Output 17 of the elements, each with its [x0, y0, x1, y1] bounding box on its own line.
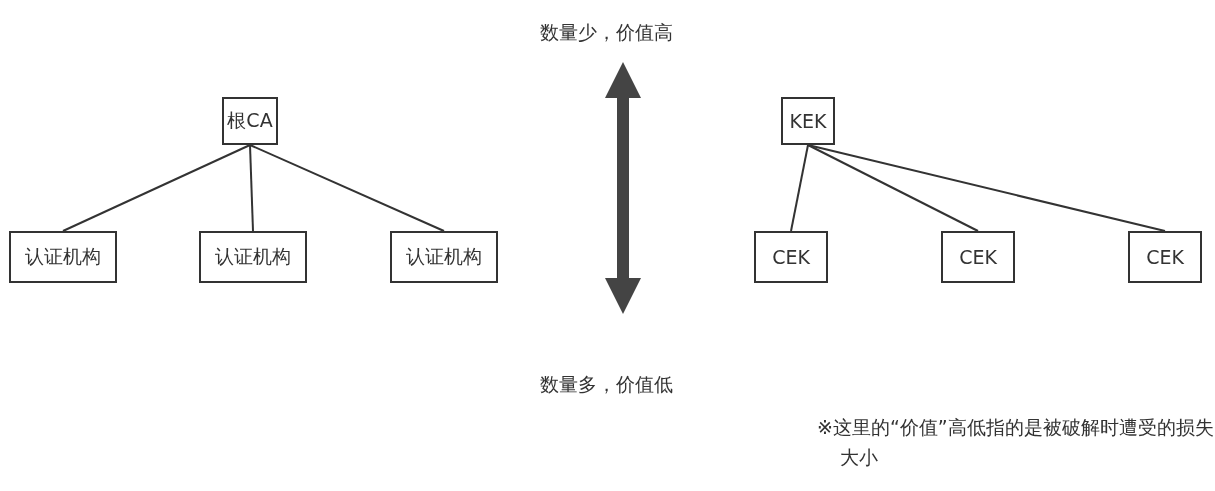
footnote: ※这里的“价值”高低指的是被破解时遭受的损失大小 [817, 415, 1215, 470]
connector-line [249, 144, 254, 232]
key-box: CEK [1128, 231, 1202, 283]
authority-box: 认证机构 [390, 231, 498, 283]
authority-box: 认证机构 [199, 231, 307, 283]
connector-line [807, 144, 979, 232]
key-box: KEK [781, 97, 835, 145]
axis-label: 数量少，价值高 [540, 20, 673, 45]
root-ca-box: 根CA [222, 97, 278, 145]
authority-box: 认证机构 [9, 231, 117, 283]
connector-line [807, 144, 1166, 232]
connector-line [790, 144, 809, 232]
connector-line [62, 144, 251, 232]
connector-line [249, 144, 445, 232]
key-box: CEK [941, 231, 1015, 283]
axis-label: 数量多，价值低 [540, 372, 673, 397]
key-box: CEK [754, 231, 828, 283]
